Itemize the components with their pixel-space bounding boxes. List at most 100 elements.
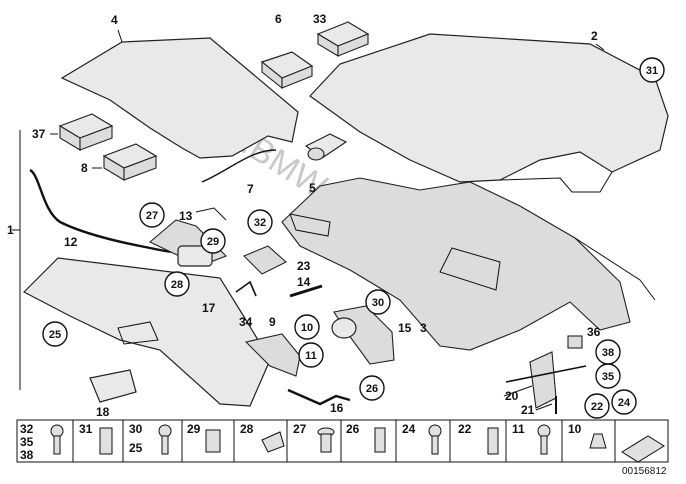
callout-25: 25: [42, 321, 68, 347]
callout-18-label: 18: [96, 405, 110, 419]
svg-text:25: 25: [49, 329, 61, 341]
svg-text:38: 38: [602, 347, 614, 359]
svg-text:29: 29: [187, 422, 201, 436]
svg-text:26: 26: [346, 422, 360, 436]
grommet-icon: [374, 427, 386, 453]
part-33-pad: [316, 21, 370, 57]
leader-lines: [12, 43, 605, 411]
callout-30: 30: [365, 289, 391, 315]
svg-text:35: 35: [602, 371, 614, 383]
callout-29: 29: [200, 228, 226, 254]
svg-text:10: 10: [568, 422, 582, 436]
part-6-pad: [260, 51, 314, 90]
svg-text:27: 27: [146, 210, 158, 222]
callout-27: 27: [139, 202, 165, 228]
callout-37-label: 37: [32, 127, 46, 141]
callout-2-label: 2: [591, 29, 598, 43]
callout-31: 31: [639, 57, 665, 83]
clip-icon: [205, 429, 221, 453]
part-3-frame: [281, 177, 656, 351]
svg-text:28: 28: [171, 279, 183, 291]
callout-22: 22: [584, 393, 610, 419]
svg-text:38: 38: [20, 448, 34, 462]
fastener-legend: 32 35 38 31 30 25 29 28 27 26 24 22 11: [16, 419, 669, 463]
screw-icon: [428, 424, 442, 455]
callout-23-label: 23: [297, 259, 311, 273]
callout-21-label: 21: [521, 403, 535, 417]
callout-26: 26: [359, 375, 385, 401]
clip-icon: [261, 431, 285, 453]
callout-11: 11: [298, 342, 324, 368]
nut-icon: [589, 433, 607, 449]
part-17-rear-shelf: [22, 257, 271, 407]
part-36-switch: [567, 335, 583, 349]
part-13-bracket: [148, 207, 227, 267]
part-34-clip: [235, 280, 257, 297]
part-7-cable: [201, 149, 277, 183]
svg-text:29: 29: [207, 236, 219, 248]
callout-3-label: 3: [420, 321, 427, 335]
callout-36-label: 36: [587, 325, 601, 339]
callout-10: 10: [294, 314, 320, 340]
callout-13-label: 13: [179, 209, 193, 223]
part-15-motor: [331, 305, 395, 365]
svg-text:31: 31: [646, 65, 658, 77]
callout-24: 24: [611, 389, 637, 415]
svg-text:22: 22: [591, 401, 603, 413]
part-23-bracket: [243, 245, 287, 275]
svg-text:11: 11: [512, 422, 525, 436]
part-9-hinge: [244, 333, 301, 377]
svg-text:11: 11: [305, 350, 317, 362]
callouts: 36 4 6 33 2 37 8 7 5 1 12 13 23 14 17 9 …: [7, 12, 601, 419]
callout-16-label: 16: [330, 401, 344, 415]
direction-arrow-icon: [621, 435, 665, 463]
callout-35: 35: [595, 363, 621, 389]
part-37-pad: [58, 113, 114, 151]
callout-14-label: 14: [297, 275, 311, 289]
clip-icon: [99, 427, 113, 455]
callout-38: 38: [595, 339, 621, 365]
callout-32: 32: [247, 209, 273, 235]
part-18-cover: [89, 369, 137, 403]
svg-text:30: 30: [129, 422, 143, 436]
screw-icon: [537, 424, 551, 455]
callout-7-label: 7: [247, 182, 254, 196]
svg-text:31: 31: [79, 422, 93, 436]
callout-34-label: 34: [239, 315, 253, 329]
circled-callouts: 31 27 29 32 28 30 25 10 11 26 38 35 24 2…: [42, 57, 665, 419]
callout-5-label: 5: [309, 181, 316, 195]
callout-9-label: 9: [269, 315, 276, 329]
part-12-seal: [29, 168, 177, 254]
callout-28: 28: [164, 271, 190, 297]
callout-17-label: 17: [202, 301, 216, 315]
callout-12-label: 12: [64, 235, 78, 249]
part-16-rod: [287, 388, 351, 406]
svg-text:27: 27: [293, 422, 307, 436]
svg-text:32: 32: [20, 422, 34, 436]
svg-text:28: 28: [240, 422, 254, 436]
svg-text:24: 24: [402, 422, 416, 436]
callout-1-label: 1: [7, 223, 14, 237]
svg-text:24: 24: [618, 397, 631, 409]
screw-icon: [50, 424, 64, 455]
bolt-icon: [487, 427, 499, 455]
svg-text:10: 10: [301, 322, 313, 334]
part-14-pin: [289, 284, 323, 298]
callout-15-label: 15: [398, 321, 412, 335]
part-2-soft-top: [309, 33, 669, 193]
callout-6-label: 6: [275, 12, 282, 26]
svg-text:25: 25: [129, 441, 143, 455]
screw-icon: [158, 424, 172, 455]
svg-text:30: 30: [372, 297, 384, 309]
callout-4-label: 4: [111, 13, 118, 27]
part-8-pad: [102, 143, 158, 181]
part-4-cover-panel: [60, 29, 299, 159]
svg-text:22: 22: [458, 422, 472, 436]
part-5-strap: [304, 133, 348, 161]
svg-text:26: 26: [366, 383, 378, 395]
nut-icon: [317, 427, 335, 453]
callout-8-label: 8: [81, 161, 88, 175]
drawing-code: 00156812: [622, 466, 667, 477]
callout-33-label: 33: [313, 12, 327, 26]
